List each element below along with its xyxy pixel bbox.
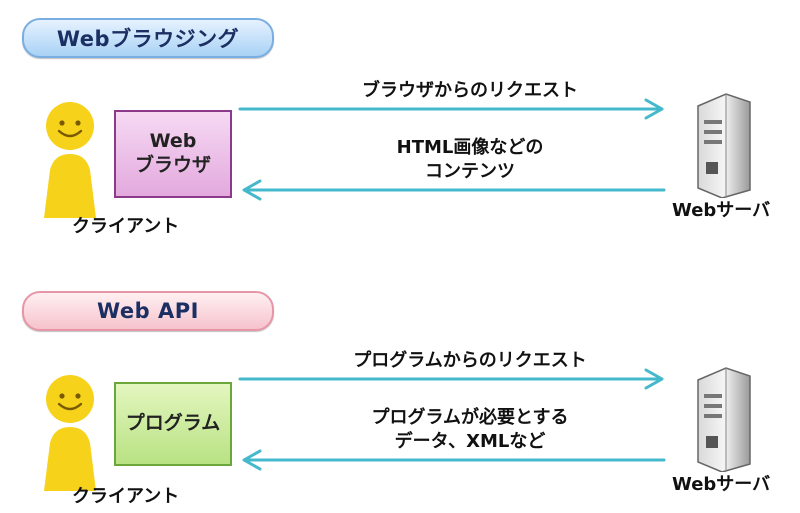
- request-label-api: プログラムからのリクエスト: [353, 350, 587, 371]
- web-server-icon: [697, 367, 751, 472]
- response-arrow-browsing: [242, 179, 666, 201]
- web-browser-box: Web ブラウザ: [114, 110, 232, 198]
- response-label-browsing: HTML画像などの コンテンツ: [300, 136, 640, 185]
- response-label-browsing-line2: コンテンツ: [425, 161, 515, 183]
- client-label-api: クライアント: [72, 486, 180, 507]
- response-arrow-api: [242, 449, 666, 471]
- client-person-icon: [44, 375, 96, 491]
- client-person-icon: [44, 102, 96, 218]
- program-box: プログラム: [114, 382, 232, 466]
- response-label-browsing-line1: HTML画像などの: [396, 137, 544, 158]
- web-browser-box-line2: ブラウザ: [134, 154, 211, 176]
- response-label-api-line2: データ、XMLなど: [394, 431, 546, 453]
- request-arrow-api: [238, 368, 664, 390]
- response-label-api-line1: プログラムが必要とする: [371, 407, 569, 428]
- request-arrow-browsing: [238, 98, 664, 120]
- client-label-browsing: クライアント: [72, 216, 180, 237]
- server-label-browsing: Webサーバ: [672, 200, 771, 221]
- section-title-web-api: Web API: [22, 291, 274, 331]
- program-box-label: プログラム: [125, 412, 221, 435]
- web-server-icon: [697, 93, 751, 198]
- web-browser-box-line1: Web: [149, 130, 197, 153]
- section-title-web-browsing: Webブラウジング: [22, 18, 274, 58]
- response-label-api: プログラムが必要とする データ、XMLなど: [300, 406, 640, 455]
- server-label-api: Webサーバ: [672, 474, 771, 495]
- request-label-browsing: ブラウザからのリクエスト: [362, 80, 578, 101]
